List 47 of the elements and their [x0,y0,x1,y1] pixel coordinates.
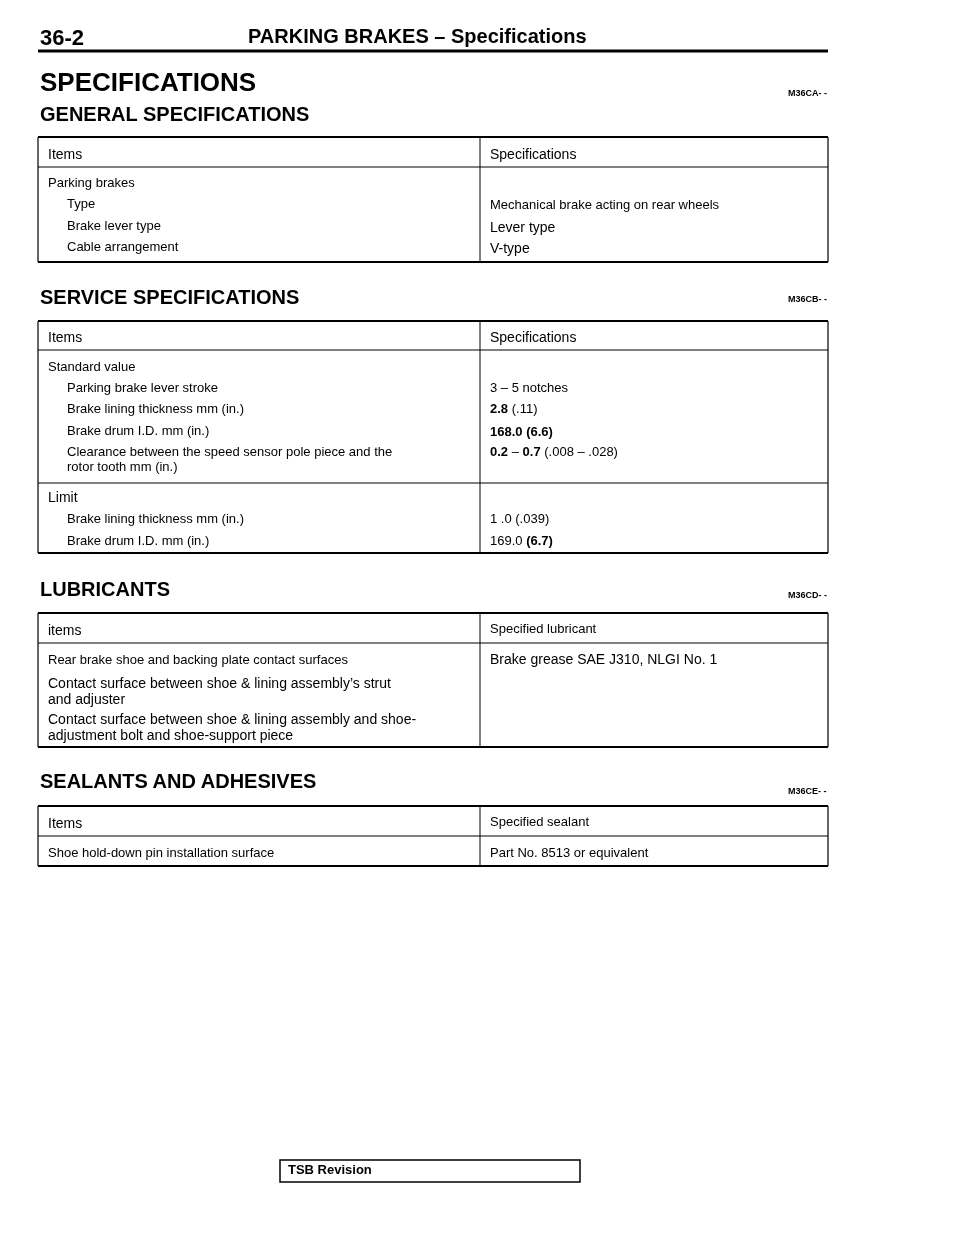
table-cell: Shoe hold-down pin installation surface [48,846,275,861]
row-group-label: Standard value [48,360,136,375]
section-heading: GENERAL SPECIFICATIONS [40,103,310,126]
table-cell: Cable arrangement [67,240,179,255]
column-header: Specified sealant [490,815,589,830]
reference-code: M36CE- - [788,786,827,797]
table-cell: Brake lever type [67,219,161,234]
table-cell: 168.0 (6.6) [490,425,553,440]
row-group-label: Limit [48,489,78,506]
table-cell-text: Clearance between the speed sensor pole piece and the rotor tooth mm (in.) [67,445,394,475]
table-cell: Type [67,197,96,212]
table-cell: Brake drum I.D. mm (in.) [67,424,210,439]
column-header: Items [48,815,83,832]
table-cell: Brake lining thickness mm (in.) [67,402,244,417]
table-cell: 169.0 (6.7) [490,534,553,549]
table-cell: Parking brake lever stroke [67,381,218,396]
column-header: Specified lubricant [490,622,597,637]
table-cell-text: Contact surface between shoe & lining assembly’s strut and adjuster [48,675,392,708]
column-header: Items [48,329,83,346]
revision-note: TSB Revision [288,1163,372,1178]
section-heading: SERVICE SPECIFICATIONS [40,286,300,309]
reference-code: M36CA- - [788,88,827,99]
table-cell: 3 – 5 notches [490,381,569,396]
row-group-label: Parking brakes [48,176,135,191]
table-cell: Rear brake shoe and backing plate contact surfaces [48,653,348,668]
table-cell: Brake grease SAE J310, NLGI No. 1 [490,651,718,668]
reference-code: M36CB- - [788,294,827,305]
reference-code: M36CD- - [788,590,827,601]
page-number: 36-2 [40,25,85,51]
page-title: PARKING BRAKES – Specifications [248,25,587,48]
table-cell: Part No. 8513 or equivalent [490,846,649,861]
section-heading: SPECIFICATIONS [40,68,257,98]
table-cell: Brake drum I.D. mm (in.) [67,534,210,549]
section-heading: SEALANTS AND ADHESIVES [40,770,317,793]
table-cell: Mechanical brake acting on rear wheels [490,198,720,213]
table-cell: Lever type [490,219,556,236]
column-header: items [48,622,82,639]
table-cell: 2.8 (.11) [490,402,538,417]
column-header: Specifications [490,146,577,163]
column-header: Specifications [490,329,577,346]
table-cell: 0.2 – 0.7 (.008 – .028) [490,445,618,460]
table-cell: V-type [490,240,530,257]
column-header: Items [48,146,83,163]
section-heading: LUBRICANTS [40,578,170,601]
table-cell: 1 .0 (.039) [490,512,550,527]
table-cell: Brake lining thickness mm (in.) [67,512,244,527]
table-cell-text: Contact surface between shoe & lining assembly and shoe-adjustment bolt and shoe-support piece [48,711,418,744]
